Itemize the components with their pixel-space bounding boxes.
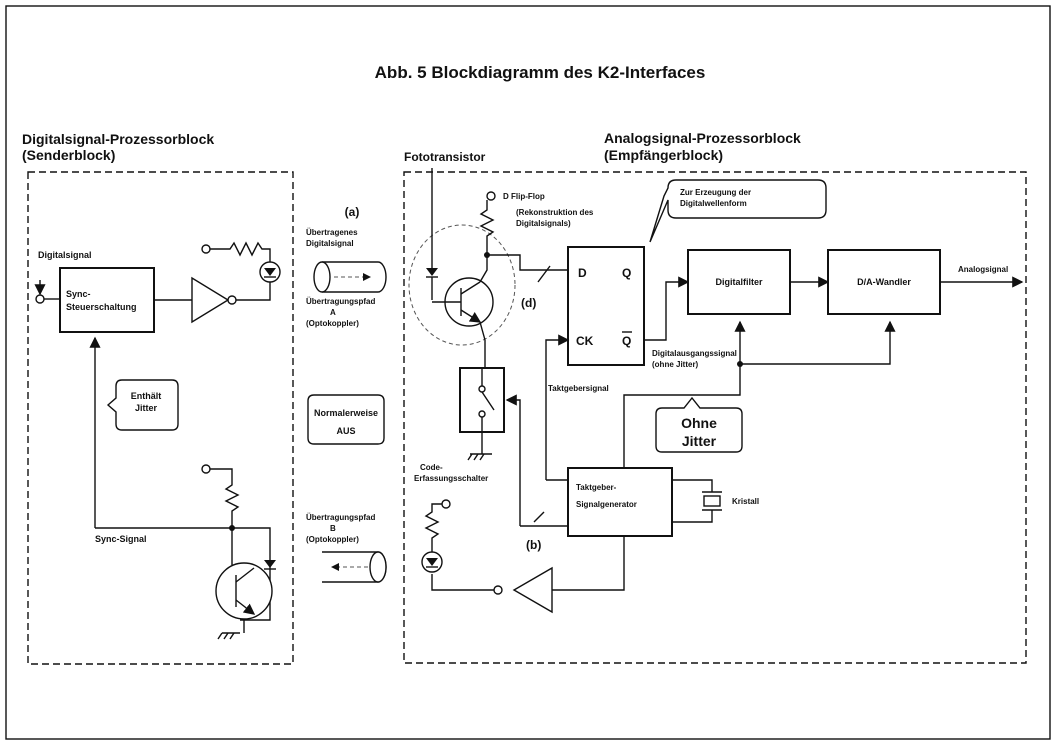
optocoupler-path-a <box>322 261 387 293</box>
left-block-heading: Digitalsignal-Prozessorblock <box>22 131 214 147</box>
left-block-subheading: (Senderblock) <box>22 147 115 163</box>
marker-a: (a) <box>345 205 360 219</box>
receiver-block-frame <box>403 171 1027 664</box>
analog-output-label: Analogsignal <box>958 265 1008 274</box>
reconstruction-label-1: (Rekonstruktion des <box>516 208 594 217</box>
sync-block-label-2: Steuerschaltung <box>66 302 137 312</box>
path-b-label-3: (Optokoppler) <box>306 535 359 544</box>
d-flipflop-block <box>567 246 645 366</box>
marker-d: (d) <box>521 296 536 310</box>
sync-signal-label: Sync-Signal <box>95 534 147 544</box>
path-a-label-2: A <box>330 308 336 317</box>
digital-output-label-2: (ohne Jitter) <box>652 360 699 369</box>
waveform-note-1: Zur Erzeugung der <box>680 188 751 197</box>
optocoupler-receiver-dashed <box>408 224 516 346</box>
phototransistor-label: Fototransistor <box>404 150 486 164</box>
page-frame <box>5 5 1051 740</box>
ff-d: D <box>578 266 587 280</box>
jitter-callout <box>106 379 179 431</box>
resistor-led-b <box>424 503 442 552</box>
input-terminal <box>35 294 45 304</box>
clock-generator-block <box>567 467 673 537</box>
clock-gen-label-2: Signalgenerator <box>576 500 637 509</box>
phototransistor-left <box>215 562 273 620</box>
code-switch-label-1: Code- <box>420 463 443 472</box>
waveform-callout <box>649 179 827 243</box>
clock-gen-label-1: Taktgeber- <box>576 483 617 492</box>
supply-terminal-led-b <box>441 499 451 509</box>
sender-block-frame <box>27 171 294 665</box>
crystal-label: Kristall <box>732 497 759 506</box>
supply-terminal-ff <box>486 191 496 201</box>
code-switch-label-2: Erfassungsschalter <box>414 474 488 483</box>
path-a-label-1: Übertragungspfad <box>306 297 375 306</box>
return-buffer-triangle <box>512 566 553 614</box>
no-jitter-1: Ohne <box>681 415 717 431</box>
diode-receiver <box>426 268 438 276</box>
diode-left <box>264 560 276 568</box>
sync-block-label-1: Sync- <box>66 289 91 299</box>
clock-signal-label: Taktgebersignal <box>548 384 609 393</box>
flipflop-label: D Flip-Flop <box>503 192 545 201</box>
normally-off-1: Normalerweise <box>314 408 378 418</box>
reconstruction-label-2: Digitalsignals) <box>516 219 571 228</box>
digital-output-label-1: Digitalausgangssignal <box>652 349 737 358</box>
driver-buffer-triangle <box>191 276 230 324</box>
resistor-bottom <box>210 468 240 528</box>
ff-ck: CK <box>576 334 594 348</box>
waveform-note-2: Digitalwellenform <box>680 199 747 208</box>
diagram-title: Abb. 5 Blockdiagramm des K2-Interfaces <box>375 63 706 82</box>
da-converter-block <box>827 249 941 315</box>
right-block-heading: Analogsignal-Prozessorblock <box>604 130 801 146</box>
resistor-top <box>210 241 271 262</box>
transmitted-label-1: Übertragenes <box>306 228 358 237</box>
transmitted-label-2: Digitalsignal <box>306 239 354 248</box>
ff-q: Q <box>622 266 631 280</box>
digital-signal-input-label: Digitalsignal <box>38 250 92 260</box>
supply-terminal-top <box>201 244 211 254</box>
normally-off-callout <box>307 394 385 445</box>
digital-filter-label: Digitalfilter <box>715 277 763 287</box>
da-converter-label: D/A-Wandler <box>857 277 911 287</box>
resistor-receiver <box>479 200 495 255</box>
return-inverter-bubble <box>493 585 503 595</box>
path-a-label-3: (Optokoppler) <box>306 319 359 328</box>
jitter-note-2: Jitter <box>135 403 158 413</box>
path-b-label-1: Übertragungspfad <box>306 513 375 522</box>
inverter-bubble <box>227 295 237 305</box>
no-jitter-2: Jitter <box>682 433 717 449</box>
normally-off-2: AUS <box>336 426 355 436</box>
ff-qbar: Q <box>622 334 631 348</box>
marker-b: (b) <box>526 538 541 552</box>
sync-control-block <box>59 267 155 333</box>
digital-filter-block <box>687 249 791 315</box>
no-jitter-callout <box>655 396 743 453</box>
path-b-label-2: B <box>330 524 336 533</box>
right-block-subheading: (Empfängerblock) <box>604 147 723 163</box>
jitter-note-1: Enthält <box>131 391 162 401</box>
supply-terminal-bottom <box>201 464 211 474</box>
